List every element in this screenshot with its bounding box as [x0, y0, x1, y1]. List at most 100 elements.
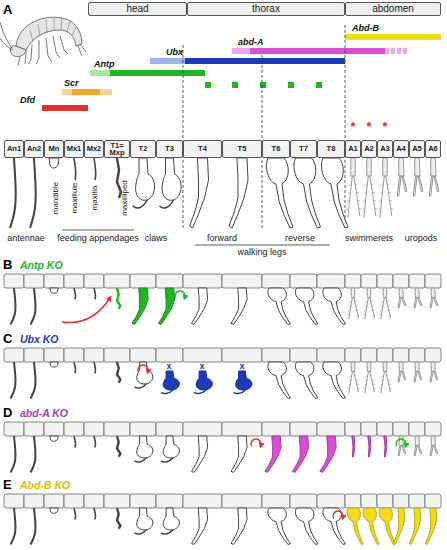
node-text: abdomen [346, 4, 440, 14]
expression-bar [150, 58, 185, 64]
appendage-outline [31, 288, 36, 324]
rev-appendage [347, 508, 363, 544]
fwd-appendage [231, 436, 247, 472]
swim-appendage [348, 362, 360, 393]
segment-outline [130, 422, 156, 436]
thin-appendage [368, 436, 371, 457]
expression-dots [205, 82, 322, 88]
body-region-band: thorax [187, 2, 345, 16]
fwd-appendage [191, 508, 207, 544]
swim-appendage [380, 362, 392, 393]
appendage-outline [346, 184, 361, 210]
panel-letter: D [3, 406, 12, 419]
segment-outline [183, 348, 222, 362]
uro-appendage [398, 288, 406, 308]
appendage-outline [323, 508, 346, 544]
fwd-appendage [231, 508, 247, 544]
expression-dot [260, 82, 266, 88]
segment-outline [377, 348, 393, 362]
expression-bar [62, 89, 72, 95]
segment-outline [345, 422, 361, 436]
segment-outline [104, 348, 130, 362]
segment-outline [262, 422, 290, 436]
appendage-outline [268, 362, 291, 398]
node-text: Mx2 [85, 145, 103, 153]
rev-appendage [323, 508, 346, 544]
rotation-arrow [251, 439, 261, 446]
uro-appendage [414, 436, 422, 456]
appendage-outline [163, 436, 179, 458]
segment-outline [64, 422, 84, 436]
appendage-outline [347, 508, 363, 544]
appendage-outline [320, 436, 336, 472]
uro-appendage [430, 436, 438, 456]
ant-appendage [10, 158, 16, 228]
appendage-outline [136, 158, 155, 200]
rotation-arrow [396, 439, 406, 446]
node-text: head [89, 4, 186, 14]
mn-appendage [49, 158, 59, 168]
appendage-outline [94, 508, 96, 519]
body-region-band: abdomen [345, 2, 441, 16]
gene-label: Antp [94, 60, 115, 69]
segment-box: T6 [262, 140, 290, 158]
node-text: Mx1 [65, 145, 83, 153]
amphipod-antennae [0, 22, 13, 50]
appendage-outline [158, 288, 174, 324]
segment-outline [290, 274, 317, 288]
segment-outline [64, 274, 84, 288]
segment-outline [409, 348, 425, 362]
rev-appendage [294, 158, 321, 228]
appendage-outline [379, 508, 395, 544]
segment-outline [345, 274, 361, 288]
appendage-outline [74, 362, 76, 373]
segment-box: Mx2 [84, 140, 104, 158]
segment-outline [183, 422, 222, 436]
appendage-label: maxilliped [121, 180, 129, 216]
expression-bar [110, 70, 205, 76]
ant-appendage [11, 508, 16, 544]
appendage-outline [117, 362, 120, 383]
appendage-outline [137, 508, 153, 530]
swim-appendage [346, 158, 361, 218]
node-text: A3 [378, 145, 392, 153]
appendage-outline [11, 436, 16, 472]
appendage-label: reverse [285, 234, 315, 243]
appendage-outline [323, 288, 346, 324]
appendage-label: claws [145, 234, 168, 243]
expression-mark: * [366, 120, 371, 133]
swim-appendage [362, 158, 377, 218]
appendage-outline [323, 362, 346, 398]
segment-outline [130, 348, 156, 362]
appendage-label: swimmerets [345, 234, 393, 243]
appendage-outline [10, 158, 16, 228]
segment-outline [290, 348, 317, 362]
segment-outline [24, 274, 44, 288]
appendage-outline [384, 436, 387, 457]
appendage-outline [364, 376, 376, 390]
uro-appendage [397, 158, 407, 196]
appendage-outline [430, 436, 438, 456]
segment-outline [361, 494, 377, 508]
mxp-appendage [117, 436, 120, 457]
segment-outline [24, 348, 44, 362]
node-text: T5 [223, 145, 261, 153]
claw-appendage [133, 158, 155, 208]
amphipod-segments [30, 18, 76, 42]
segment-outline [222, 348, 262, 362]
knockout-panel [4, 274, 441, 324]
ant-appendage [11, 362, 16, 398]
mx-appendage [74, 508, 76, 519]
rev-appendage [321, 158, 348, 228]
swim-appendage [348, 288, 360, 319]
appendage-outline [430, 288, 438, 308]
appendage-outline [135, 384, 147, 388]
appendage-outline [191, 508, 207, 544]
segment-outline [377, 494, 393, 508]
rev-appendage [295, 362, 318, 398]
appendage-outline [378, 184, 393, 210]
appendage-outline [135, 530, 147, 534]
appendage-outline [365, 297, 375, 319]
segment-outline [409, 422, 425, 436]
appendage-outline [393, 508, 404, 544]
